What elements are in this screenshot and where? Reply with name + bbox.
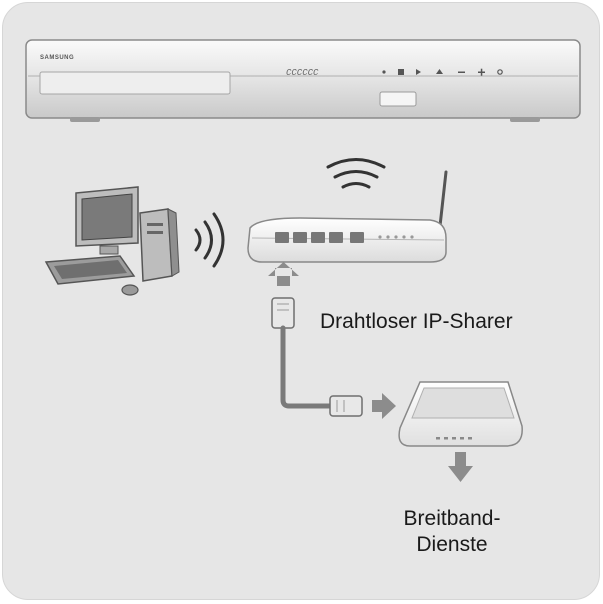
disc-tray — [39, 71, 231, 95]
rj45-plug-horizontal — [329, 395, 363, 417]
wifi-signal-up-icon — [326, 158, 386, 189]
eject-icon — [436, 69, 443, 74]
play-pause-icon — [416, 69, 421, 75]
front-display: CCCCCC — [286, 68, 319, 78]
network-cable — [271, 297, 363, 417]
power-icon — [382, 70, 386, 74]
volume-down-icon — [458, 71, 465, 73]
wifi-signal-pc-icon — [194, 212, 225, 268]
modem-label-line2: Dienste — [416, 533, 488, 556]
wireless-router — [247, 170, 448, 263]
front-buttons — [382, 68, 503, 76]
usb-cover — [379, 91, 417, 107]
computer — [44, 186, 180, 296]
function-icon — [497, 69, 503, 75]
arrow-right-to-modem-icon — [372, 393, 396, 419]
brand-logo: SAMSUNG — [40, 55, 74, 61]
stop-icon — [398, 69, 404, 75]
router-label: Drahtloser IP-Sharer — [320, 310, 513, 333]
arrow-down-from-modem-icon — [448, 466, 473, 482]
modem-label-line1: Breitband- — [403, 507, 501, 530]
broadband-modem — [398, 381, 523, 447]
rj45-plug-vertical — [271, 297, 295, 329]
modem-label: Breitband- Dienste — [372, 506, 532, 558]
media-player: SAMSUNG CCCCCC — [25, 39, 581, 122]
arrow-up-to-router-icon — [268, 262, 299, 276]
